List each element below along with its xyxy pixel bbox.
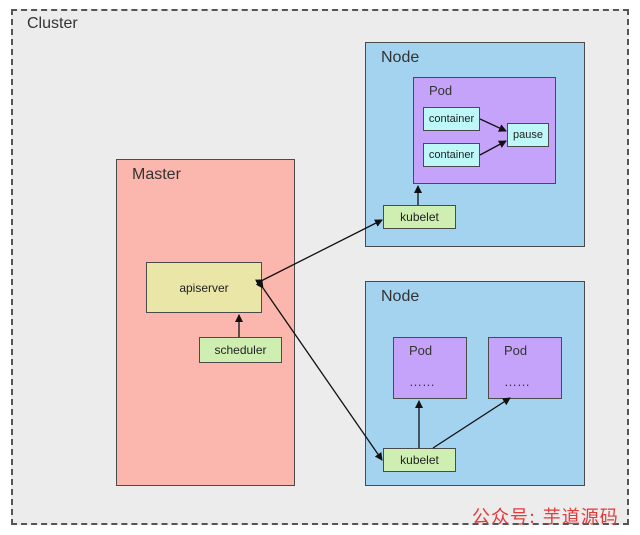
arrow-container-1-to-pause: [479, 118, 507, 132]
container-box-1: container: [423, 107, 480, 131]
pod-bottom-2-content: ……: [504, 374, 530, 389]
kubelet-top-label: kubelet: [400, 210, 439, 224]
pause-label: pause: [513, 129, 543, 141]
scheduler-label: scheduler: [214, 343, 267, 357]
pod-bottom-1-label: Pod: [409, 343, 433, 358]
pod-bottom-1-content: ……: [409, 374, 435, 389]
arrow-kubelet-bottom-to-pod-2: [432, 397, 511, 449]
pod-top-label: Pod: [429, 83, 453, 98]
watermark-text: 公众号: 芋道源码: [472, 507, 619, 528]
node-bottom-label: Node: [381, 288, 420, 305]
node-top-label: Node: [381, 49, 420, 66]
container-label-1: container: [428, 113, 475, 125]
pod-bottom-2-box: Pod ……: [488, 337, 562, 399]
kubelet-bottom-label: kubelet: [400, 453, 439, 467]
pod-bottom-2-label: Pod: [504, 343, 528, 358]
kubelet-bottom-box: kubelet: [383, 448, 456, 472]
pod-bottom-1-box: Pod ……: [393, 337, 467, 399]
cluster-label: Cluster: [27, 15, 78, 32]
apiserver-box: apiserver: [146, 262, 262, 313]
pause-box: pause: [507, 123, 549, 147]
master-label: Master: [132, 166, 181, 183]
arrow-container-2-to-pause: [479, 140, 507, 156]
apiserver-label: apiserver: [179, 280, 229, 295]
kubelet-top-box: kubelet: [383, 205, 456, 229]
arrow-apiserver-kubelet-bottom: [255, 279, 383, 461]
container-label-2: container: [428, 149, 475, 161]
container-box-2: container: [423, 143, 480, 167]
arrow-apiserver-kubelet-top: [254, 219, 383, 287]
